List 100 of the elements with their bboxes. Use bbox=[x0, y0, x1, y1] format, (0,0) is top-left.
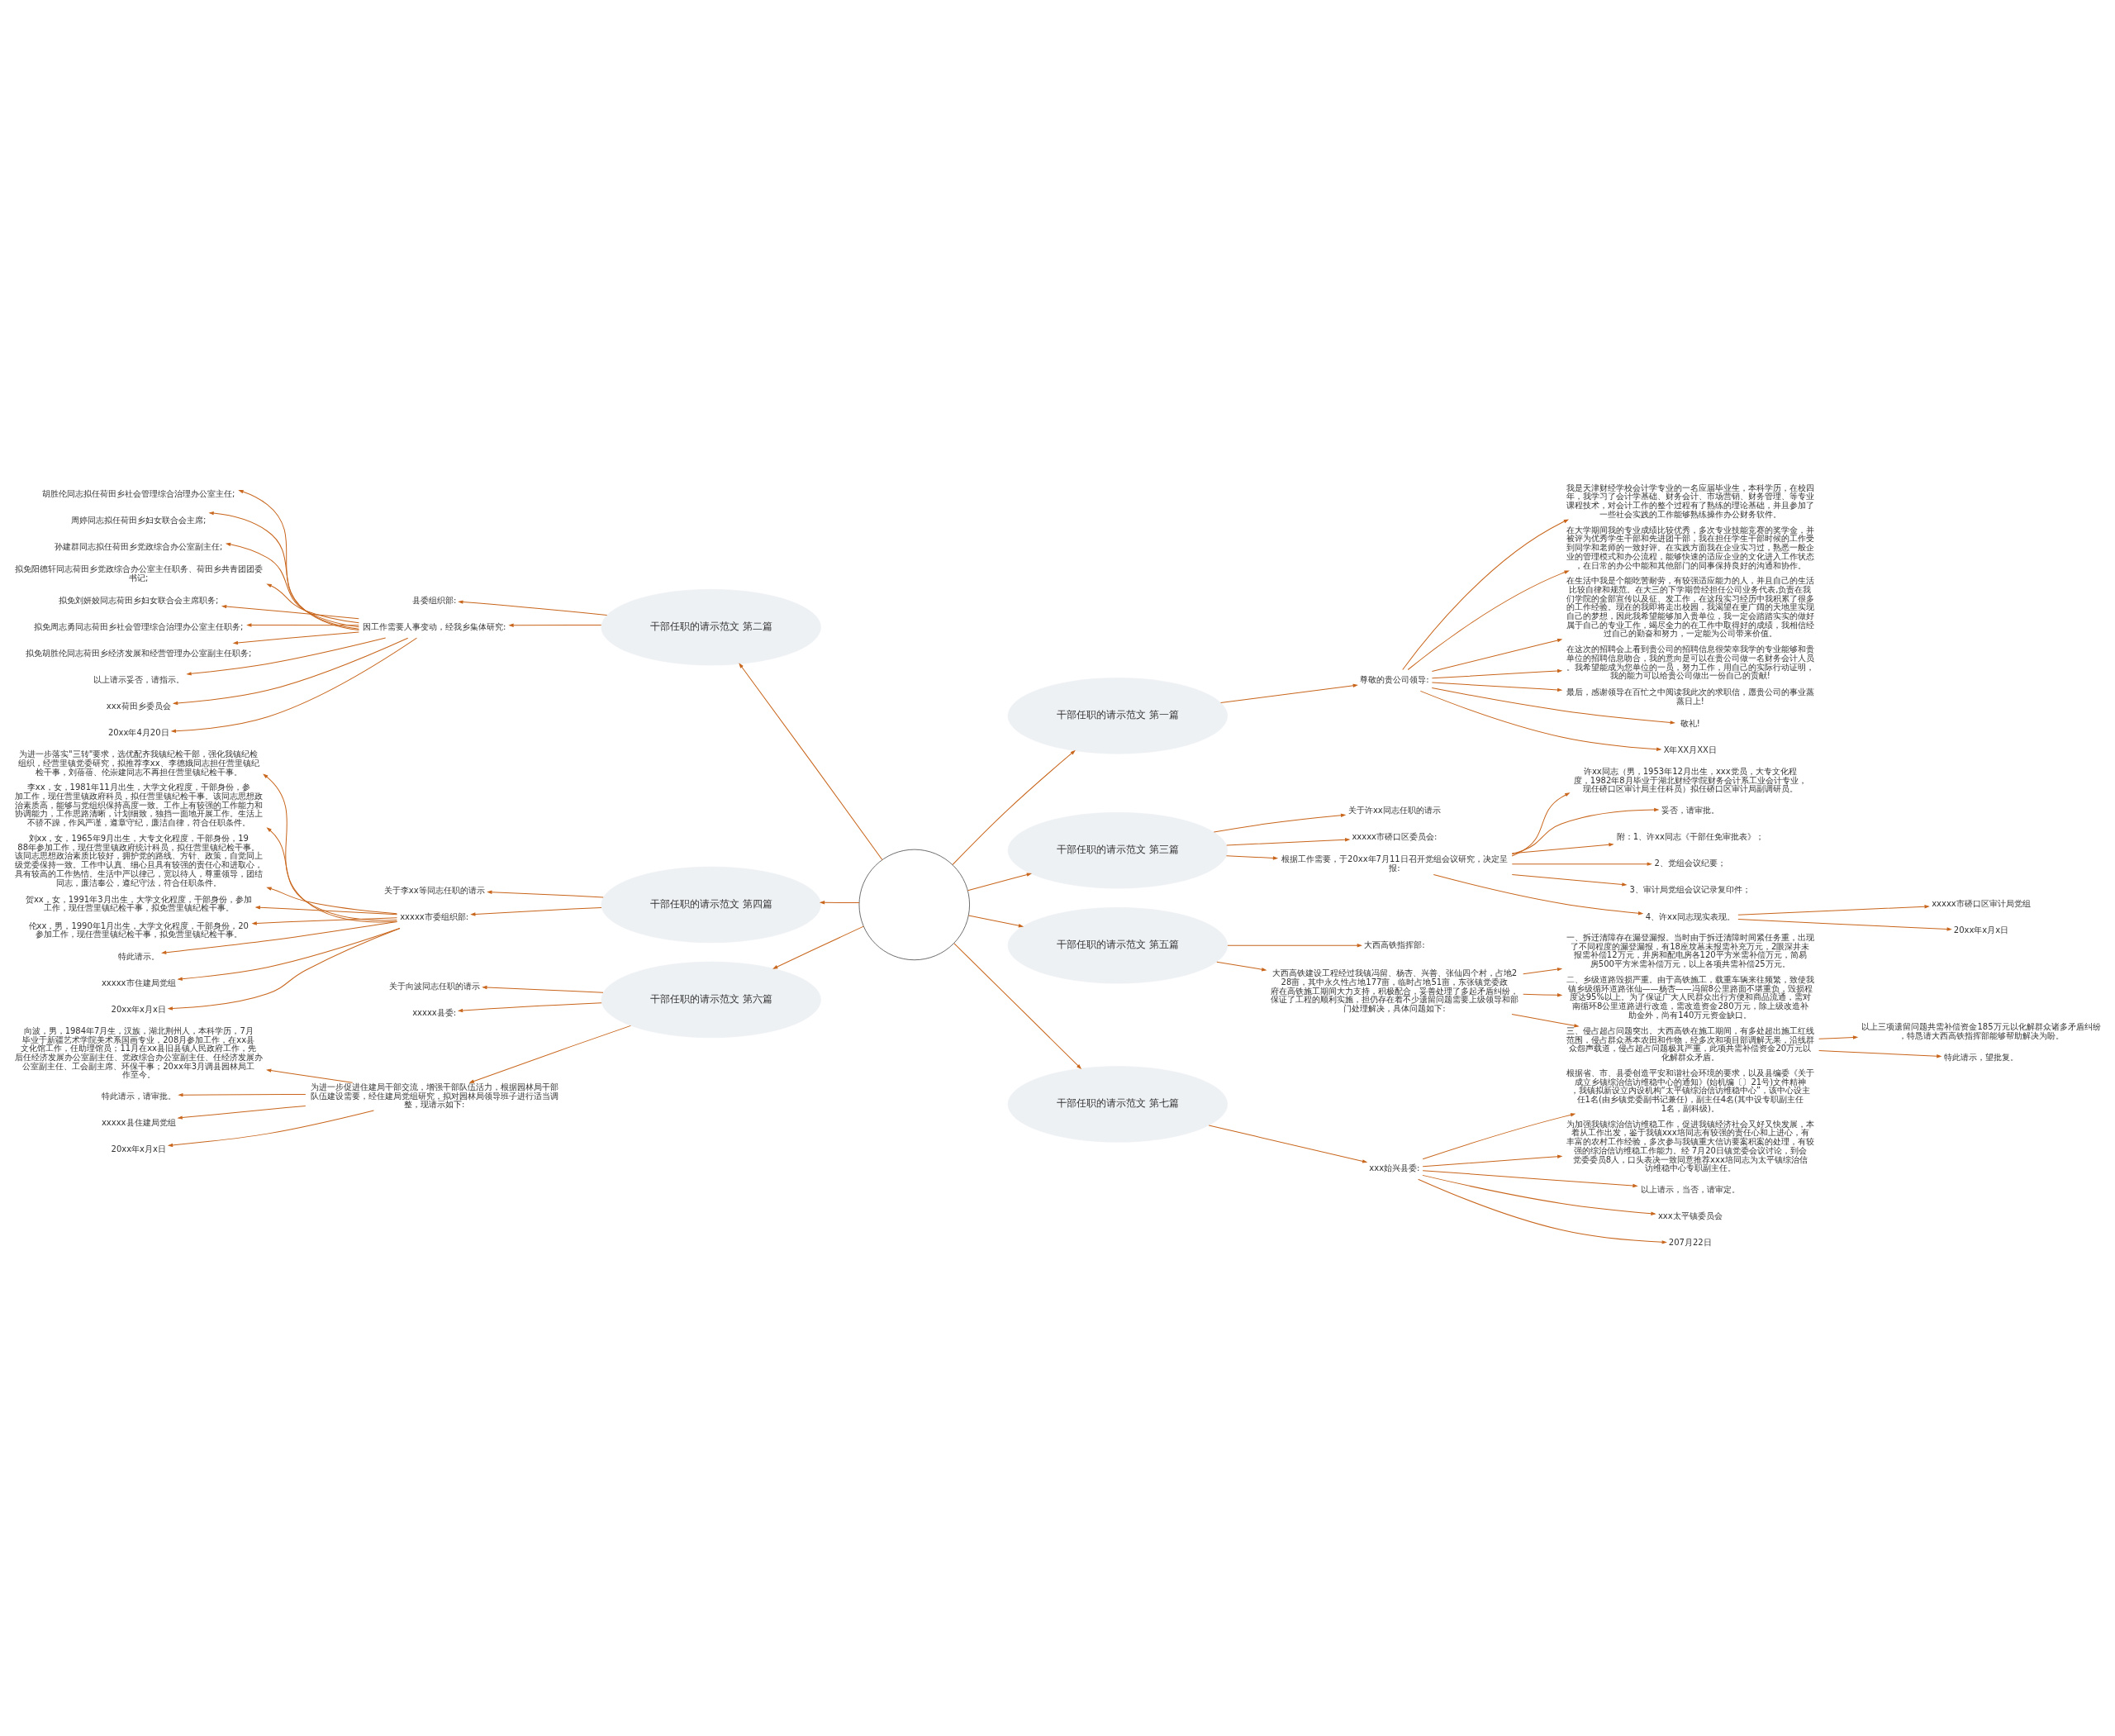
node-text: 妥否，请审批。 bbox=[1661, 805, 1719, 815]
node-text: 一、拆迁清障存在漏登漏报。当时由于拆迁清障时间紧任务重，出现了不同程度的漏登漏报，有18座坟墓未报需补充万元，2眼深井未报需补偿12万元，井房和配电房各120平方米需补偿万元，简易房500平方米需补偿万元，以上各项共需补偿25万元。 bbox=[1566, 932, 1814, 968]
arrow bbox=[178, 1092, 307, 1096]
node-text: 20xx年x月x日 bbox=[111, 1144, 166, 1153]
arrow bbox=[1422, 1174, 1656, 1215]
node-text: 以上请示妥否，请指示。 bbox=[93, 674, 184, 684]
node-text: 孙建群同志拟任荷田乡党政综合办公室副主任; bbox=[55, 541, 223, 551]
arrow bbox=[1220, 683, 1357, 703]
node-text: 根据工作需要，于20xx年7月11日召开党组会议研究，决定呈报: bbox=[1281, 854, 1508, 873]
node-text: 大西高铁指挥部: bbox=[1364, 939, 1425, 949]
arrow bbox=[967, 915, 1024, 927]
arrow bbox=[1511, 873, 1627, 886]
node-text: 特此请示。 bbox=[117, 951, 159, 961]
arrow bbox=[509, 623, 602, 627]
node-text: xxxxx市硚口区委员会: bbox=[1352, 831, 1438, 841]
node-text: 为进一步落实"三转"要求，选优配齐我镇纪检干部，强化我镇纪检组织，经营里镇党委研究，拟推荐李xx、李德娥同志担任营里镇纪检干事，刘蓓蓓、伦崇建同志不再担任营里镇纪检干事。 bbox=[17, 749, 259, 777]
arrow bbox=[162, 920, 398, 954]
node-text: 4、许xx同志现实表现。 bbox=[1645, 911, 1735, 921]
node-text: 在这次的招聘会上看到贵公司的招聘信息很荣幸我学的专业能够和贵单位的招聘信息吻合，我的意向是可以在贵公司做一名财务会计人员。我希望能成为您单位的一员，努力工作，用自己的实际行动证明，我的能力可以给贵公司做出一份自己的贡献! bbox=[1566, 644, 1814, 680]
node-text: 207月22日 bbox=[1668, 1237, 1712, 1247]
node-text: xxx荷田乡委员会 bbox=[106, 701, 171, 711]
node-text: 拟免阳德轩同志荷田乡党政综合办公室主任职务、荷田乡共青团团委书记; bbox=[14, 564, 263, 583]
arrow bbox=[1418, 1178, 1666, 1244]
arrow bbox=[168, 1109, 374, 1147]
node-text: xxxxx县住建局党组 bbox=[101, 1117, 176, 1127]
arrow bbox=[1216, 961, 1267, 971]
node-text: xxx太平镇委员会 bbox=[1657, 1210, 1723, 1220]
node-text: 贺xx，女，1991年3月出生，大学文化程度，干部身份，参加工作，现任营里镇纪检干事，拟免营里镇纪检干事。 bbox=[25, 894, 252, 912]
node-text: 尊敬的贵公司领导: bbox=[1360, 674, 1429, 684]
arrow bbox=[1818, 1049, 1942, 1058]
node-text: 3、审计局党组会议记录复印件； bbox=[1629, 884, 1751, 894]
node-text: 因工作需要人事变动，经我乡集体研究: bbox=[362, 621, 506, 631]
node-text: 许xx同志（男，1953年12月出生，xxx党员，大专文化程度，1982年8月毕业于湖北财经学院财务会计系工业会计专业，现任硚口区审计局主任科员）拟任硚口区审计局副调研员。 bbox=[1573, 766, 1807, 793]
arrow bbox=[1511, 862, 1652, 866]
node-text: 在生活中我是个能吃苦耐劳，有较强适应能力的人，并且自己的生活比较自律和规范。在大三的下学期曾经担任公司业务代表,负责在我们学院的全部宣传以及征、发工作，在这段实习经历中我积累了很多的工作经验。现在的我即将走出校园，我渴望在更广阔的天地里实现自己的梦想，因此我希望能够加入贵单位，我一定会踏踏实实的做好属于自己的专业工作，竭尽全力的在工作中取得好的成绩，我相信经过自己的勤奋和努力，一定能为公司带来价值。 bbox=[1566, 575, 1814, 638]
node-text: 20xx年x月x日 bbox=[1953, 925, 2009, 935]
node-text: xxxxx市委组织部: bbox=[400, 911, 469, 921]
arrow bbox=[1511, 842, 1614, 854]
arrow bbox=[263, 773, 398, 922]
arrow bbox=[1213, 813, 1346, 833]
arrow bbox=[255, 905, 398, 915]
arrow bbox=[1407, 569, 1569, 670]
arrow bbox=[267, 827, 397, 920]
node-text: 最后，感谢领导在百忙之中阅读我此次的求职信，愿贵公司的事业蒸蒸日上! bbox=[1566, 687, 1814, 706]
node-text: 附：1、许xx同志《干部任免审批表》； bbox=[1616, 831, 1764, 841]
arrow bbox=[1431, 687, 1675, 724]
node-text: 二、乡级道路毁损严重。由于高铁施工，载重车辆来往频繁，致使我镇乡级循环道路张仙——杨杏——冯留8公里路面不堪重负，毁损程度达95%以上。为了保证广大人民群众出行方便和商品流通，需对南循环8公里道路进行改造，需改造资金280万元，除上级改造补助金外，尚有140万元资金缺口。 bbox=[1566, 974, 1814, 1020]
arrow bbox=[1431, 638, 1562, 672]
node-text: 以上请示，当否，请审定。 bbox=[1640, 1184, 1740, 1194]
node-circle bbox=[858, 849, 970, 960]
arrow bbox=[226, 542, 359, 627]
arrow bbox=[469, 1025, 631, 1083]
node-ellipse: 干部任职的请示范文 第四篇 bbox=[601, 866, 821, 943]
node-text: 敬礼! bbox=[1680, 718, 1700, 728]
node-text: 向波，男，1984年7月生，汉族，湖北荆州人，本科学历，7月毕业于新疆艺术学院美术系国画专业，208月参加工作，在xx县文化馆工作，任助理馆员；11月在xx县旧县镇人民政府工作，先后任经济发展办公室副主任、党政综合办公室副主任、任经济发展办公室副主任、工会副主席、环保干事；20xx年3月调县园林局工作至今。 bbox=[14, 1025, 263, 1079]
arrow bbox=[171, 637, 417, 733]
node-text: 县委组织部: bbox=[411, 595, 457, 605]
arrow bbox=[252, 916, 397, 925]
node-text: 20xx年x月x日 bbox=[111, 1004, 166, 1014]
arrow bbox=[1208, 1125, 1367, 1163]
arrow bbox=[458, 1001, 602, 1012]
node-text: 三、侵占超占问题突出。大西高铁在施工期间，有多处超出施工红线范围，侵占群众基本农田和作物，经多次和项目部调解无果，沿线群众怨声载道，侵占超占问题极其严重，此项共需补偿资金20万元以化解群众矛盾。 bbox=[1566, 1025, 1814, 1062]
arrow bbox=[221, 604, 359, 619]
node-text: xxxxx市住建局党组 bbox=[101, 977, 176, 987]
node-text: 关于许xx同志任职的请示 bbox=[1347, 805, 1441, 815]
arrow bbox=[471, 906, 602, 916]
arrow bbox=[739, 663, 883, 860]
node-text: 胡胜伦同志拟任荷田乡社会管理综合治理办公室主任; bbox=[42, 488, 235, 498]
arrow bbox=[772, 925, 864, 969]
node-text: 李xx，女，1981年11月出生，大学文化程度，干部身份，参加工作，现任营里镇政府科员，拟任营里镇纪检干事。该同志思想政治素质高，能够与党组织保持高度一致。工作上有较强的工作能力和协调能力，工作思路清晰，计划细致，独挡一面地开展工作。生活上不骄不躁，作风严谨，遵章守纪，廉洁自律，符合任职条件。 bbox=[14, 782, 263, 827]
node-text: X年XX月XX日 bbox=[1663, 744, 1717, 754]
arrow bbox=[267, 583, 359, 623]
arrow bbox=[267, 1068, 354, 1083]
arrow bbox=[1523, 967, 1562, 974]
arrow bbox=[173, 637, 409, 705]
arrow bbox=[1402, 519, 1569, 670]
arrow bbox=[820, 900, 860, 904]
node-ellipse: 干部任职的请示范文 第六篇 bbox=[601, 961, 821, 1038]
arrow bbox=[1431, 668, 1562, 678]
arrow bbox=[952, 749, 1076, 865]
node-ellipse: 干部任职的请示范文 第二篇 bbox=[601, 588, 821, 665]
arrow bbox=[187, 637, 387, 675]
arrow bbox=[1225, 854, 1278, 859]
node-text: 以上三项遗留问题共需补偿资金185万元以化解群众诸多矛盾纠纷，特恳请大西高铁指挥部能够帮助解决为盼。 bbox=[1861, 1021, 2101, 1040]
arrow bbox=[168, 927, 401, 1010]
arrow bbox=[1511, 792, 1570, 856]
node-text: 我是天津财经学校会计学专业的一名应届毕业生，本科学历，在校四年，我学习了会计学基础、财务会计、市场营销、财务管理、等专业课程技术，对会计工作的整个过程有了熟练的理论基础，并且参加了一些社会实践的工作能够熟练操作办公财务软件。 bbox=[1566, 483, 1814, 519]
arrow bbox=[1433, 873, 1643, 915]
node-text: 特此请示，望批复。 bbox=[1943, 1052, 2018, 1062]
arrow bbox=[178, 1105, 307, 1120]
arrow bbox=[1422, 1112, 1576, 1159]
node-text: 关于李xx等同志任职的请示 bbox=[383, 885, 485, 895]
node-text: 特此请示，请审批。 bbox=[101, 1091, 176, 1101]
arrow bbox=[1422, 1169, 1637, 1187]
node-text: 关于向波同志任职的请示 bbox=[388, 981, 480, 991]
arrow bbox=[239, 489, 359, 630]
arrow bbox=[209, 511, 359, 630]
arrow bbox=[967, 872, 1032, 891]
node-text: 伦xx，男，1990年1月出生，大学文化程度，干部身份，20参加工作，现任营里镇纪检干事，拟免营里镇纪检干事。 bbox=[28, 920, 249, 939]
arrow bbox=[1818, 1034, 1858, 1039]
